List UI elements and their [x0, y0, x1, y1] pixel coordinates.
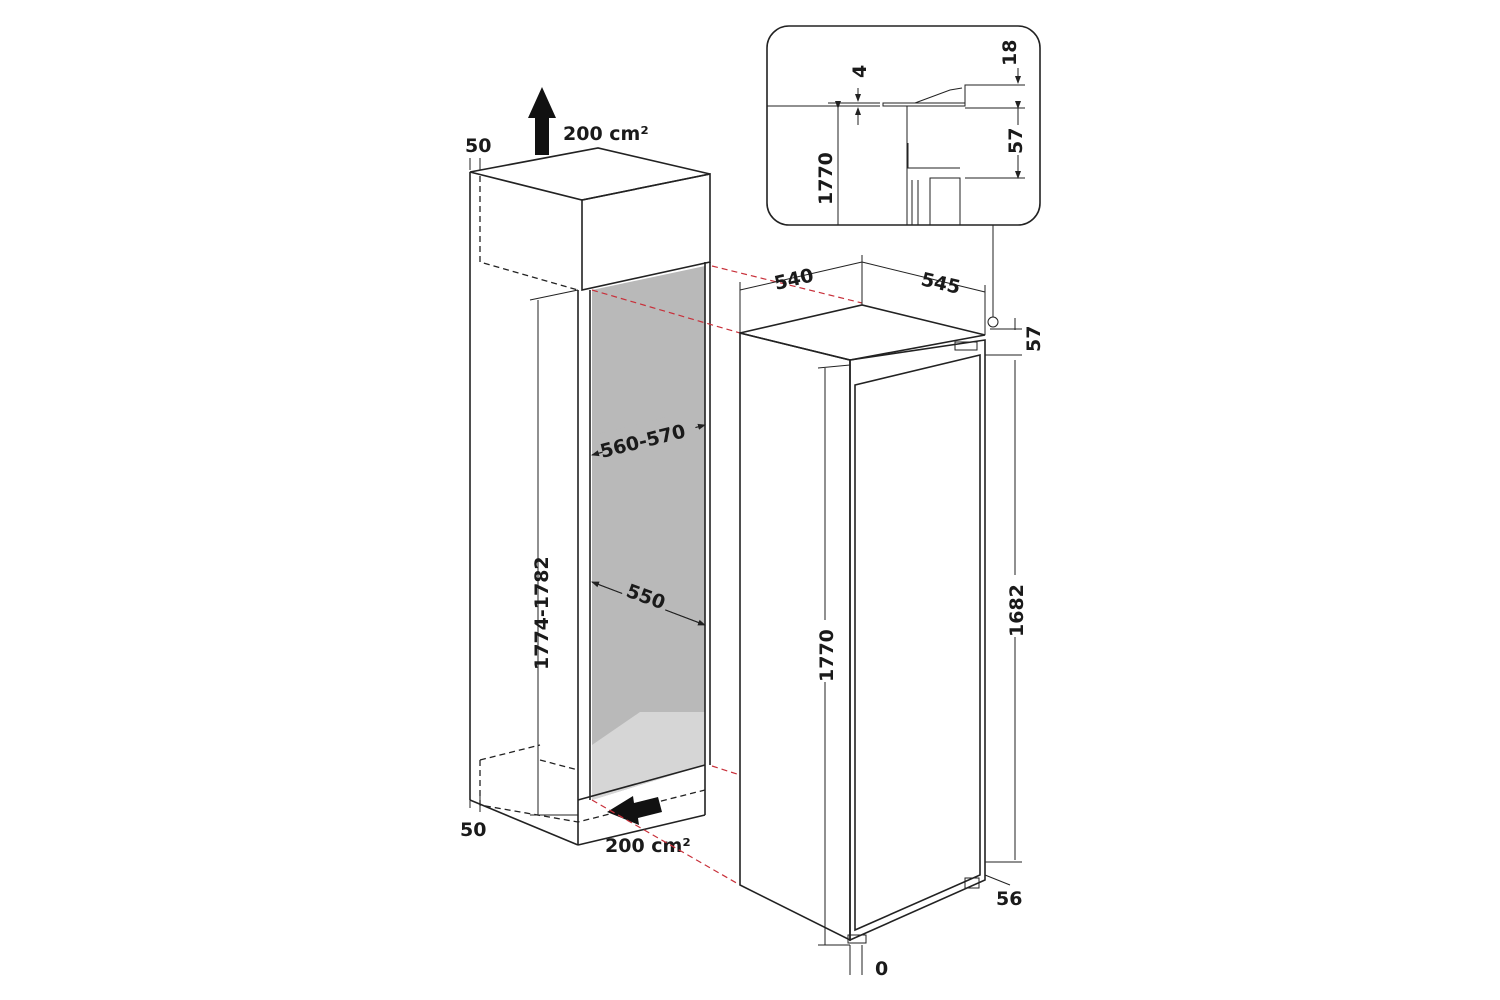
alignment-guides	[591, 265, 863, 886]
bottom-gap-label: 50	[460, 819, 486, 841]
appliance: 540 545 1770 1682 57 56 0	[739, 225, 1045, 980]
detail-panel-label: 18	[999, 40, 1021, 66]
detail-gap-label: 4	[849, 65, 871, 78]
bottom-vent-label: 200 cm²	[605, 835, 691, 857]
vent-in-arrow-icon	[607, 796, 662, 825]
bottom-offset-label: 56	[996, 888, 1022, 910]
detail-height-label: 1770	[815, 152, 837, 205]
top-box	[469, 147, 711, 201]
top-gap-label: 50	[465, 135, 491, 157]
detail-inset: 1770 4 18 57	[766, 25, 1041, 226]
detail-hinge-label: 57	[1005, 128, 1027, 154]
cabinet: 1774-1782 560-570 550 200 cm² 50 200 cm²…	[460, 87, 711, 857]
detail-callout-marker	[987, 316, 999, 328]
foot-offset-label: 0	[875, 958, 888, 980]
height-label: 1770	[816, 629, 838, 682]
top-offset-label: 57	[1023, 326, 1045, 352]
niche-back	[592, 266, 705, 800]
niche-height-label: 1774-1782	[531, 556, 553, 670]
top-vent-label: 200 cm²	[563, 123, 649, 145]
niche-floor	[592, 712, 705, 800]
width-label: 545	[919, 268, 963, 298]
door-height-label: 1682	[1006, 584, 1028, 637]
vent-up-arrow-icon	[528, 87, 556, 155]
